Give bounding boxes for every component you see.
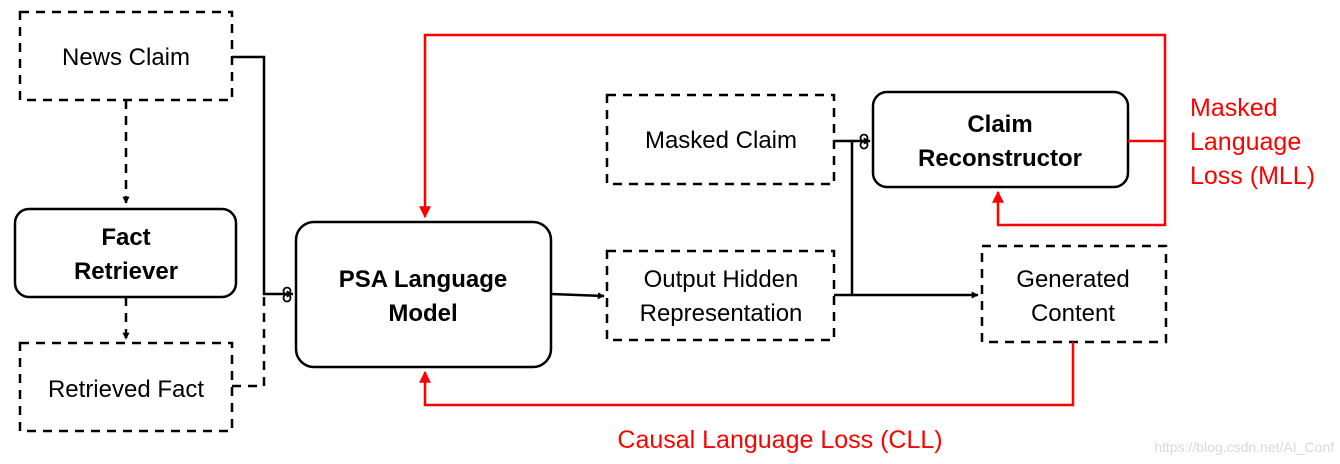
watermark-text: https://blog.csdn.net/AI_Conf (1154, 439, 1334, 455)
masked-claim-label: Masked Claim (645, 127, 797, 154)
generated-content-label-line1: Generated (1016, 266, 1129, 293)
mll-label-line2: Language (1190, 128, 1301, 156)
mll-feedback-to-psa-model (419, 33, 1167, 219)
psa-model-box (294, 220, 553, 369)
concat-symbol-psa (282, 286, 292, 303)
generated-content-label-line2: Content (1031, 300, 1115, 327)
output-hidden-label-line2: Representation (640, 300, 803, 327)
psa-model-label-line2: Model (388, 300, 457, 327)
edge-retrieved-fact-to-psa-model (232, 296, 266, 388)
masked-claim-box (605, 93, 836, 186)
cll-feedback-to-psa-model (419, 342, 1075, 407)
mll-feedback-to-claim-reconstructor (992, 141, 1167, 227)
edge-psa-model-to-output-hidden (550, 292, 605, 300)
fact-retriever-label-line2: Retriever (74, 258, 178, 285)
claim-reconstructor-box (871, 90, 1130, 189)
claim-reconstructor-label-line2: Reconstructor (918, 145, 1082, 172)
cll-label: Causal Language Loss (CLL) (617, 426, 942, 454)
edge-output-hidden-to-claim-reconstructor (850, 137, 871, 295)
generated-content-box (980, 244, 1168, 344)
concat-symbol-reconstructor (859, 133, 869, 150)
mll-label-line1: Masked (1190, 94, 1278, 122)
news-claim-label: News Claim (62, 44, 190, 71)
output-hidden-label-line1: Output Hidden (644, 266, 799, 293)
psa-model-label-line1: PSA Language (339, 266, 507, 293)
output-hidden-box (605, 249, 836, 342)
retrieved-fact-label: Retrieved Fact (48, 376, 204, 403)
fact-retriever-label-line1: Fact (101, 224, 150, 251)
edge-news-claim-to-psa-model (232, 55, 294, 298)
claim-reconstructor-label-line1: Claim (967, 111, 1032, 138)
mll-label-line3: Loss (MLL) (1190, 162, 1315, 190)
